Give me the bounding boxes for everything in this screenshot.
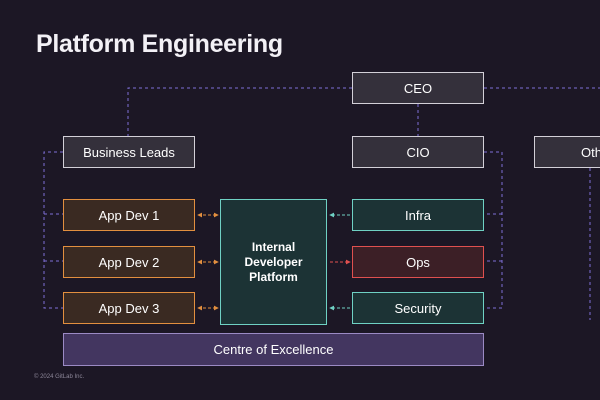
node-centre-of-excellence[interactable]: Centre of Excellence: [63, 333, 484, 366]
connector-business-leads-app-devs: [43, 151, 63, 309]
node-security[interactable]: Security: [352, 292, 484, 324]
connector-ceo-business-leads: [127, 87, 352, 136]
node-internal-developer-platform-label: Internal Developer Platform: [244, 239, 303, 284]
org-connectors: [43, 87, 600, 320]
node-cio[interactable]: CIO: [352, 136, 484, 168]
node-internal-developer-platform[interactable]: Internal Developer Platform: [220, 199, 327, 325]
node-other-label: Oth: [581, 144, 600, 160]
node-app-dev-1[interactable]: App Dev 1: [63, 199, 195, 231]
node-centre-of-excellence-label: Centre of Excellence: [213, 342, 334, 357]
node-app-dev-1-label: App Dev 1: [98, 207, 160, 223]
platform-arrows: [197, 212, 351, 311]
node-app-dev-3-label: App Dev 3: [98, 300, 160, 316]
node-ceo[interactable]: CEO: [352, 72, 484, 104]
node-ops-label: Ops: [406, 254, 430, 270]
node-cio-label: CIO: [406, 144, 430, 160]
node-business-leads[interactable]: Business Leads: [63, 136, 195, 168]
node-app-dev-3[interactable]: App Dev 3: [63, 292, 195, 324]
node-business-leads-label: Business Leads: [83, 144, 175, 160]
node-ops[interactable]: Ops: [352, 246, 484, 278]
node-security-label: Security: [394, 300, 442, 316]
copyright-footer: © 2024 GitLab Inc.: [34, 374, 85, 380]
node-ceo-label: CEO: [403, 80, 433, 96]
node-infra[interactable]: Infra: [352, 199, 484, 231]
node-other[interactable]: Oth: [534, 136, 600, 168]
connector-cio-platform-teams: [484, 151, 503, 309]
node-app-dev-2[interactable]: App Dev 2: [63, 246, 195, 278]
node-infra-label: Infra: [404, 207, 431, 223]
node-app-dev-2-label: App Dev 2: [98, 254, 160, 270]
page-title: Platform Engineering: [36, 30, 283, 58]
